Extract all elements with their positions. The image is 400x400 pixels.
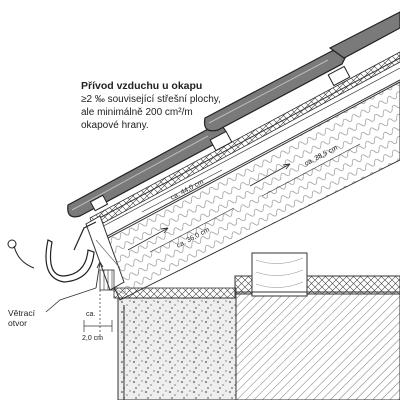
roof-tiles <box>67 11 400 218</box>
dimension-lines <box>83 143 361 340</box>
eave-vent-grid <box>99 269 115 291</box>
concrete-block <box>117 297 237 400</box>
vent-label-line-2: otvor <box>8 318 27 328</box>
dim-2cm: 2,0 cm <box>82 335 103 342</box>
vent-opening-label: Větrací otvor <box>8 308 35 328</box>
vent-label-line-1: Větrací <box>8 308 35 318</box>
airflow-arrows <box>95 163 291 289</box>
rain-gutter <box>7 221 97 283</box>
masonry-wall <box>234 291 400 400</box>
dim-ca: ca. <box>86 311 95 318</box>
fascia-board <box>85 215 125 291</box>
note-line-3: okapové hrany. <box>81 120 149 131</box>
note-line-2: ale minimálně 200 cm²/m <box>81 107 193 118</box>
note-line-1: ≥2 ‰ související střešní plochy, <box>81 94 221 105</box>
wall-plate <box>251 252 308 297</box>
air-intake-note: Přívod vzduchu u okapu ≥2 ‰ související … <box>81 80 311 132</box>
vent-leader-line <box>45 287 97 313</box>
note-title: Přívod vzduchu u okapu <box>81 80 203 92</box>
